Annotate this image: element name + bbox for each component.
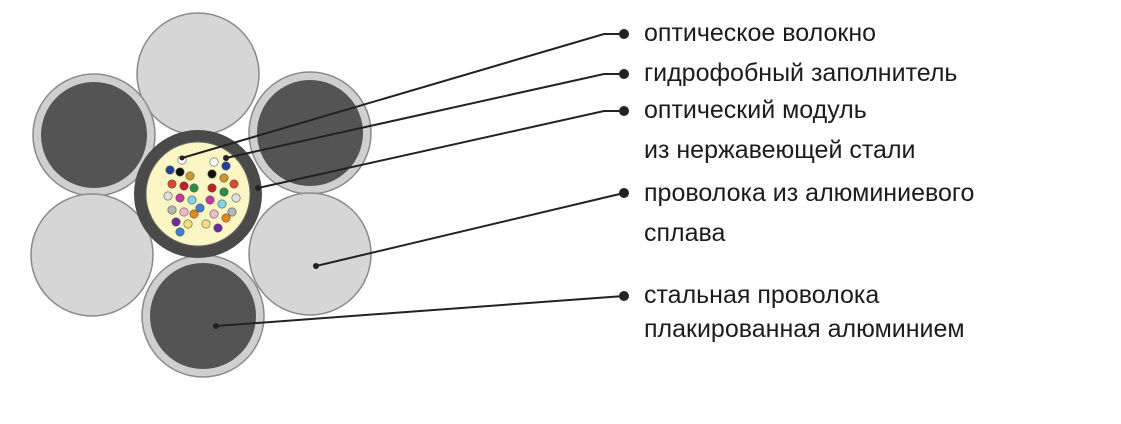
endpoint-dot-module xyxy=(619,106,629,116)
label-steel-wire-line2: плакированная алюминием xyxy=(644,315,965,343)
optical-fiber xyxy=(231,193,241,203)
start-dot-alloy-wire xyxy=(313,263,319,269)
leader-line-gel xyxy=(225,73,624,159)
outer-wire-layer xyxy=(30,12,372,378)
start-dot-fiber xyxy=(179,155,185,161)
label-optical-module-line1: оптический модуль xyxy=(644,96,867,124)
endpoint-dot-steel-wire xyxy=(619,291,629,301)
optical-fiber xyxy=(175,167,185,177)
leader-line-fiber xyxy=(181,33,624,159)
optical-fiber xyxy=(229,179,239,189)
label-hydrophobic-filler: гидрофобный заполнитель xyxy=(644,59,958,87)
label-alloy-wire-line2: сплава xyxy=(644,219,726,247)
aluminium-alloy-wire-lower-left xyxy=(30,193,154,317)
stainless-steel-optical-module xyxy=(134,130,262,258)
leader-lines xyxy=(181,33,625,327)
optical-fiber xyxy=(163,191,173,201)
optical-fiber xyxy=(165,165,175,175)
start-dot-module xyxy=(255,185,261,191)
aluminium-alloy-wire-lower-right xyxy=(248,192,372,316)
aluminium-clad-steel-wire-upper-left xyxy=(32,73,156,197)
optical-fiber xyxy=(209,209,219,219)
start-dot-gel xyxy=(223,155,229,161)
optical-fiber xyxy=(209,157,219,167)
leader-line-steel-wire xyxy=(215,295,625,327)
optical-fiber xyxy=(179,207,189,217)
optical-fiber xyxy=(167,205,177,215)
optical-fiber xyxy=(205,195,215,205)
optical-fiber xyxy=(213,223,223,233)
aluminium-clad-steel-wire-bottom xyxy=(141,254,265,378)
optical-fiber xyxy=(171,217,181,227)
optical-fiber xyxy=(217,199,227,209)
optical-fiber xyxy=(207,183,217,193)
optical-fiber xyxy=(219,187,229,197)
optical-fiber xyxy=(187,195,197,205)
leader-line-module xyxy=(257,110,624,189)
optical-fiber-bundle xyxy=(163,155,241,237)
leader-line-alloy-wire xyxy=(315,192,625,267)
optical-fiber xyxy=(175,193,185,203)
endpoint-dot-gel xyxy=(619,69,629,79)
label-steel-wire-line1: стальная проволока xyxy=(644,281,880,309)
optical-fiber xyxy=(221,161,231,171)
optical-fiber xyxy=(183,219,193,229)
optical-fiber xyxy=(189,183,199,193)
endpoint-dot-alloy-wire xyxy=(619,188,629,198)
endpoint-dot-fiber xyxy=(619,29,629,39)
optical-fiber xyxy=(175,227,185,237)
leader-endpoints xyxy=(179,29,629,329)
optical-fiber xyxy=(227,207,237,217)
aluminium-alloy-wire-top xyxy=(136,12,260,136)
optical-fiber xyxy=(195,203,205,213)
optical-fiber xyxy=(179,181,189,191)
start-dot-steel-wire xyxy=(213,323,219,329)
optical-fiber xyxy=(207,169,217,179)
optical-fiber xyxy=(219,173,229,183)
optical-fiber xyxy=(201,219,211,229)
optical-fiber xyxy=(189,209,199,219)
aluminium-clad-steel-wire-upper-right xyxy=(248,71,372,195)
label-optical-fiber: оптическое волокно xyxy=(644,19,877,47)
optical-fiber xyxy=(185,171,195,181)
optical-fiber xyxy=(221,213,231,223)
optical-fiber xyxy=(167,179,177,189)
label-alloy-wire-line1: проволока из алюминиевого xyxy=(644,179,975,207)
label-optical-module-line2: из нержавеющей стали xyxy=(644,136,916,164)
